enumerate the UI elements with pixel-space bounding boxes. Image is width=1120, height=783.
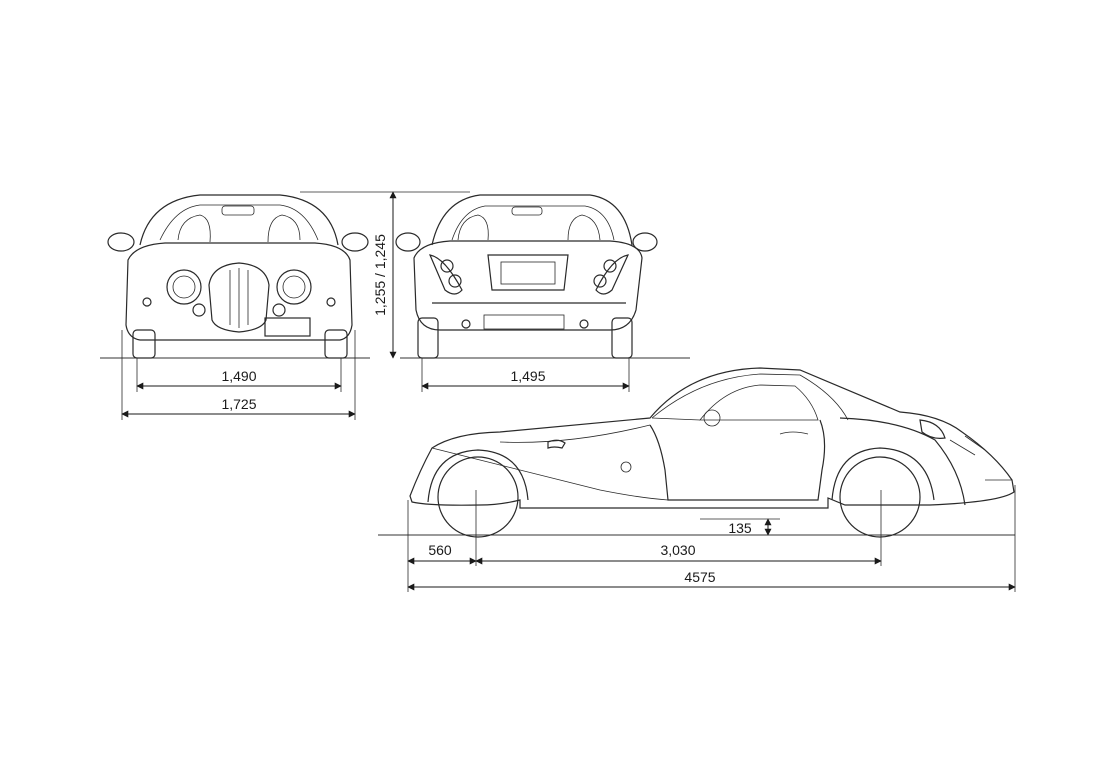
rear-dimensions: 1,495 bbox=[421, 358, 630, 392]
rear-view bbox=[395, 194, 690, 359]
rear-track-label: 1,495 bbox=[510, 368, 545, 384]
height-label: 1,255 / 1,245 bbox=[372, 234, 388, 316]
side-dimensions: 135 560 3,030 4575 bbox=[407, 485, 1016, 592]
side-view bbox=[378, 367, 1015, 538]
overall-width-label: 1,725 bbox=[221, 396, 256, 412]
overall-length-label: 4575 bbox=[684, 569, 715, 585]
front-dimensions: 1,490 1,725 bbox=[121, 330, 356, 420]
ground-clearance-label: 135 bbox=[728, 520, 752, 536]
front-view bbox=[100, 194, 370, 359]
front-overhang-label: 560 bbox=[428, 542, 452, 558]
front-track-label: 1,490 bbox=[221, 368, 256, 384]
wheelbase-label: 3,030 bbox=[660, 542, 695, 558]
height-dimension: 1,255 / 1,245 bbox=[300, 191, 470, 359]
